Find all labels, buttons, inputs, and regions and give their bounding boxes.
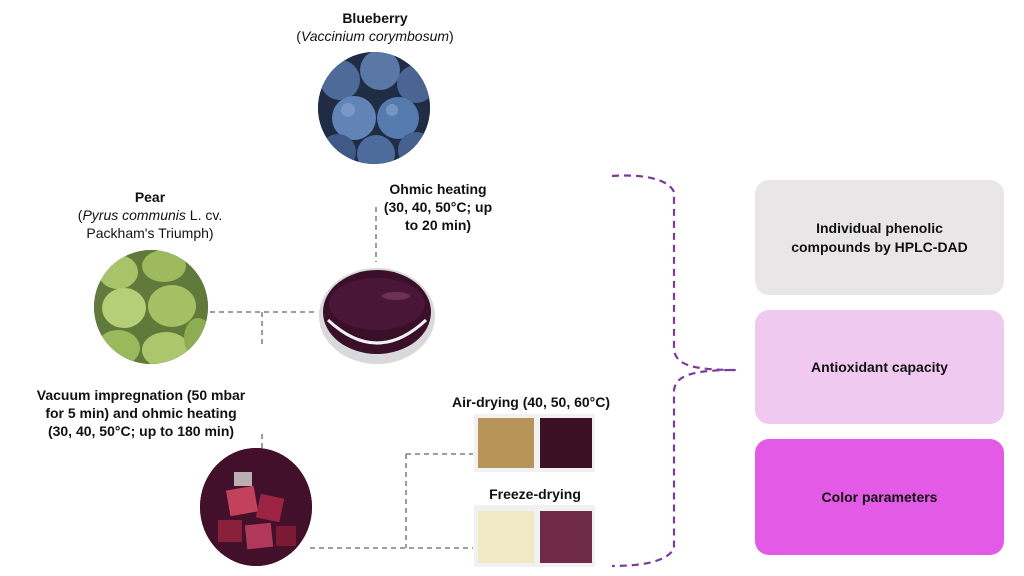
freeze-dried-pear-sample xyxy=(478,511,534,563)
pear-title: Pear (Pyrus communis L. cv. Packham's Tr… xyxy=(60,188,240,242)
ohmic-line-1: Ohmic heating xyxy=(389,181,487,197)
output-color-label: Color parameters xyxy=(821,488,938,505)
blueberry-title: Blueberry (Vaccinium corymbosum) xyxy=(270,9,480,45)
pear-name: Pear xyxy=(134,189,166,205)
output-phenolic-compounds: Individual phenolic compounds by HPLC-DA… xyxy=(755,180,1004,295)
pear-illustration xyxy=(94,250,208,364)
pear-scientific: Pyrus communis xyxy=(82,207,186,223)
pear-image xyxy=(94,250,208,364)
air-dried-impregnated-sample xyxy=(540,418,592,468)
bracket xyxy=(611,174,737,568)
freeze-dried-impregnated-sample xyxy=(540,511,592,563)
blueberry-illustration xyxy=(318,52,430,164)
vacuum-line-3: (30, 40, 50°C; up to 180 min) xyxy=(47,423,235,439)
blueberry-name: Blueberry xyxy=(342,10,408,26)
juice-bowl-illustration xyxy=(319,268,435,364)
freeze-drying-label: Freeze-drying xyxy=(489,486,581,502)
output-antioxidant-label: Antioxidant capacity xyxy=(811,358,948,375)
output-phenolic-line-1: Individual phenolic xyxy=(816,219,943,236)
air-drying-samples xyxy=(474,414,595,472)
pear-cultivar: Packham's Triumph) xyxy=(86,225,214,241)
output-phenolic-line-2: compounds by HPLC-DAD xyxy=(791,238,968,255)
output-color-parameters: Color parameters xyxy=(755,439,1004,555)
blueberry-scientific-line: (Vaccinium corymbosum) xyxy=(296,28,454,44)
ohmic-heating-label: Ohmic heating (30, 40, 50°C; up to 20 mi… xyxy=(368,180,508,234)
impregnated-pear-image xyxy=(200,448,312,566)
ohmic-line-2: (30, 40, 50°C; up xyxy=(383,199,493,215)
air-drying-label: Air-drying (40, 50, 60°C) xyxy=(451,394,611,410)
blueberry-juice-bowl xyxy=(316,258,438,370)
freeze-drying-samples xyxy=(474,505,595,567)
impregnated-pear-illustration xyxy=(200,448,312,566)
blueberry-image xyxy=(318,52,430,164)
pear-scientific-line: (Pyrus communis L. cv. xyxy=(77,207,223,223)
ohmic-line-3: to 20 min) xyxy=(404,217,472,233)
air-dried-pear-sample xyxy=(478,418,534,468)
vacuum-line-2: for 5 min) and ohmic heating xyxy=(45,405,237,421)
output-antioxidant-capacity: Antioxidant capacity xyxy=(755,310,1004,424)
pear-cultivar-suffix: L. cv. xyxy=(185,207,223,223)
blueberry-scientific: Vaccinium corymbosum xyxy=(300,28,450,44)
vacuum-impregnation-label: Vacuum impregnation (50 mbar for 5 min) … xyxy=(12,386,270,440)
vacuum-line-1: Vacuum impregnation (50 mbar xyxy=(36,387,246,403)
